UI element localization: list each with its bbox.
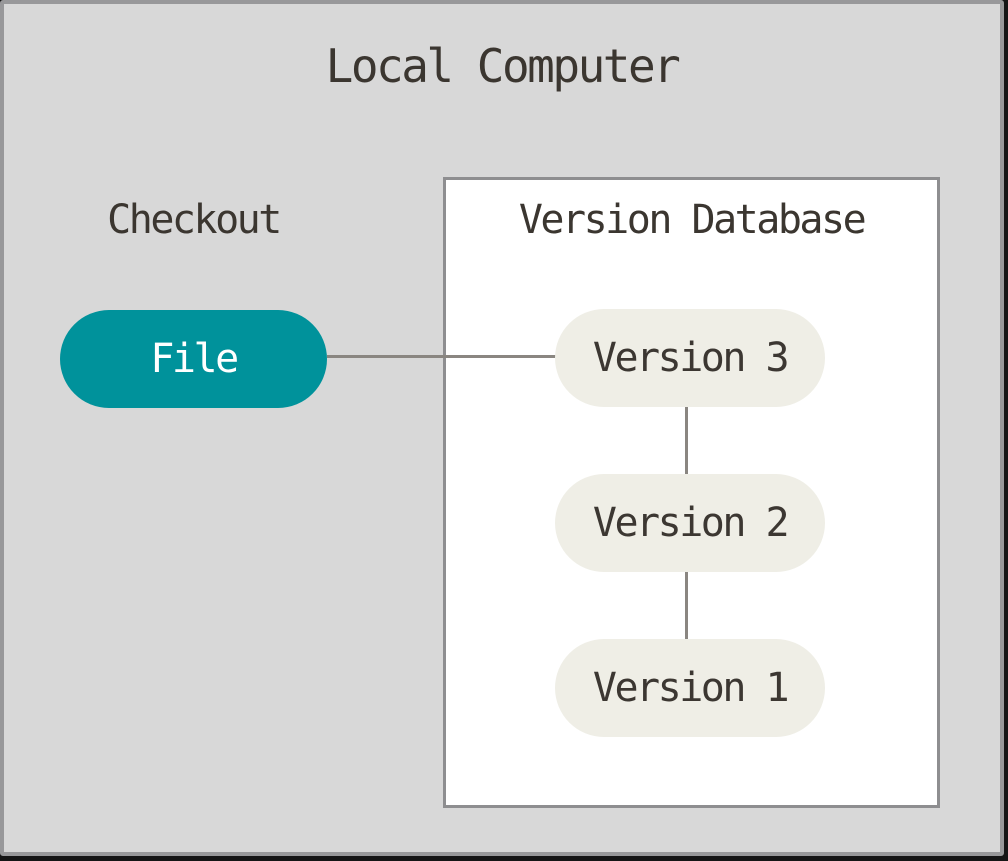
connector-version2-to-version1 <box>685 571 688 641</box>
version-node-3: Version 3 <box>555 309 825 407</box>
file-node: File <box>60 310 327 408</box>
version-node-1: Version 1 <box>555 639 825 737</box>
connector-version3-to-version2 <box>685 406 688 476</box>
connector-file-to-version3 <box>327 355 558 358</box>
version-database-title: Version Database <box>518 197 867 243</box>
diagram-title: Local Computer <box>325 39 681 93</box>
version-node-2: Version 2 <box>555 474 825 572</box>
checkout-label: Checkout <box>107 197 282 243</box>
